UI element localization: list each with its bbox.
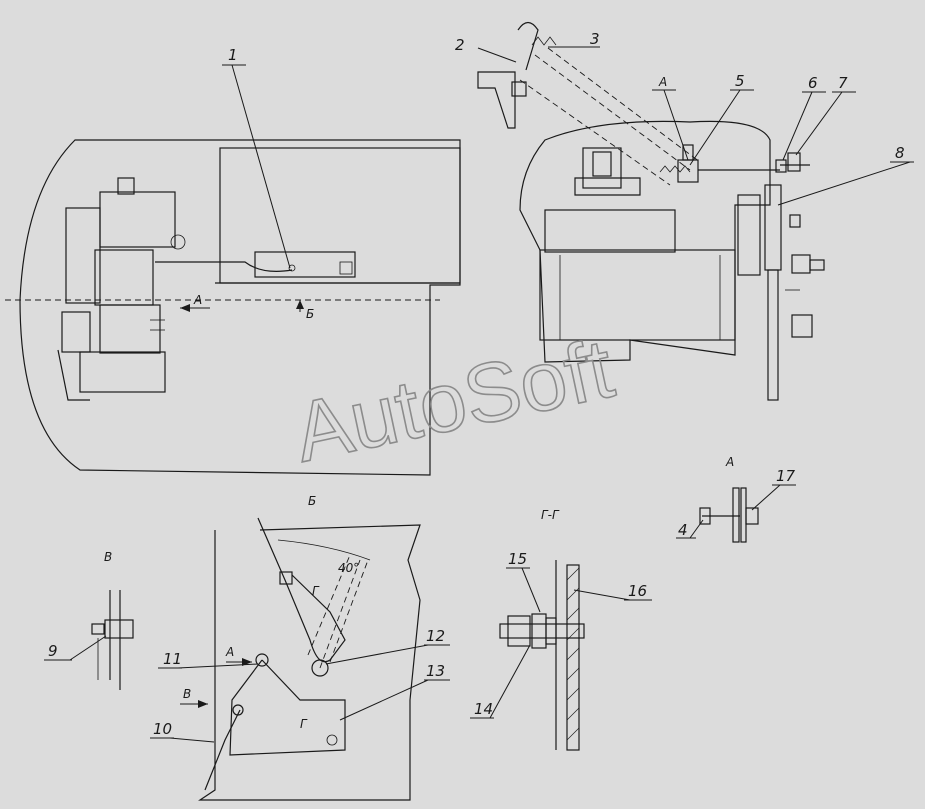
arrow-label-v: В (183, 687, 191, 701)
detail-view-v: В 9 (44, 550, 134, 690)
arrow-label-b: Б (306, 307, 314, 321)
view-label-a-detail: А (725, 455, 734, 469)
section-gg: Г-Г 15 16 14 (470, 508, 652, 751)
callout-16: 16 (628, 582, 647, 600)
gamma-mark: Г (312, 584, 320, 598)
callout-8: 8 (895, 144, 905, 162)
pump-view: 2 3 А 5 6 7 8 (455, 21, 914, 401)
callout-14: 14 (474, 700, 493, 718)
callout-15: 15 (508, 550, 527, 568)
detail-view-b: Б 40° Г Г А В 11 10 12 13 (150, 494, 450, 801)
detail-view-a: А 17 4 (676, 455, 796, 543)
arrow-label-a: А (193, 293, 202, 307)
gamma-section-mark: Г (300, 717, 308, 731)
main-plan-view: А Б 1 (5, 46, 461, 476)
callout-17: 17 (776, 467, 796, 485)
arrow-label-a-lever: А (225, 645, 234, 659)
callout-12: 12 (426, 627, 445, 645)
callout-9: 9 (48, 642, 58, 660)
callout-13: 13 (426, 662, 445, 680)
callout-5: 5 (735, 72, 745, 90)
view-label-a-top: А (658, 75, 667, 89)
angle-label: 40° (338, 561, 359, 575)
callout-4: 4 (678, 521, 688, 539)
callout-3: 3 (590, 30, 600, 48)
callout-6: 6 (808, 74, 818, 92)
callout-2: 2 (455, 36, 465, 54)
watermark: AutoSoft (286, 321, 621, 480)
callout-11: 11 (163, 650, 182, 668)
callout-10: 10 (153, 720, 172, 738)
view-label-gg: Г-Г (541, 508, 560, 522)
callout-7: 7 (838, 74, 848, 92)
view-label-v: В (104, 550, 112, 564)
callout-1: 1 (228, 46, 238, 64)
view-label-b: Б (308, 494, 316, 508)
